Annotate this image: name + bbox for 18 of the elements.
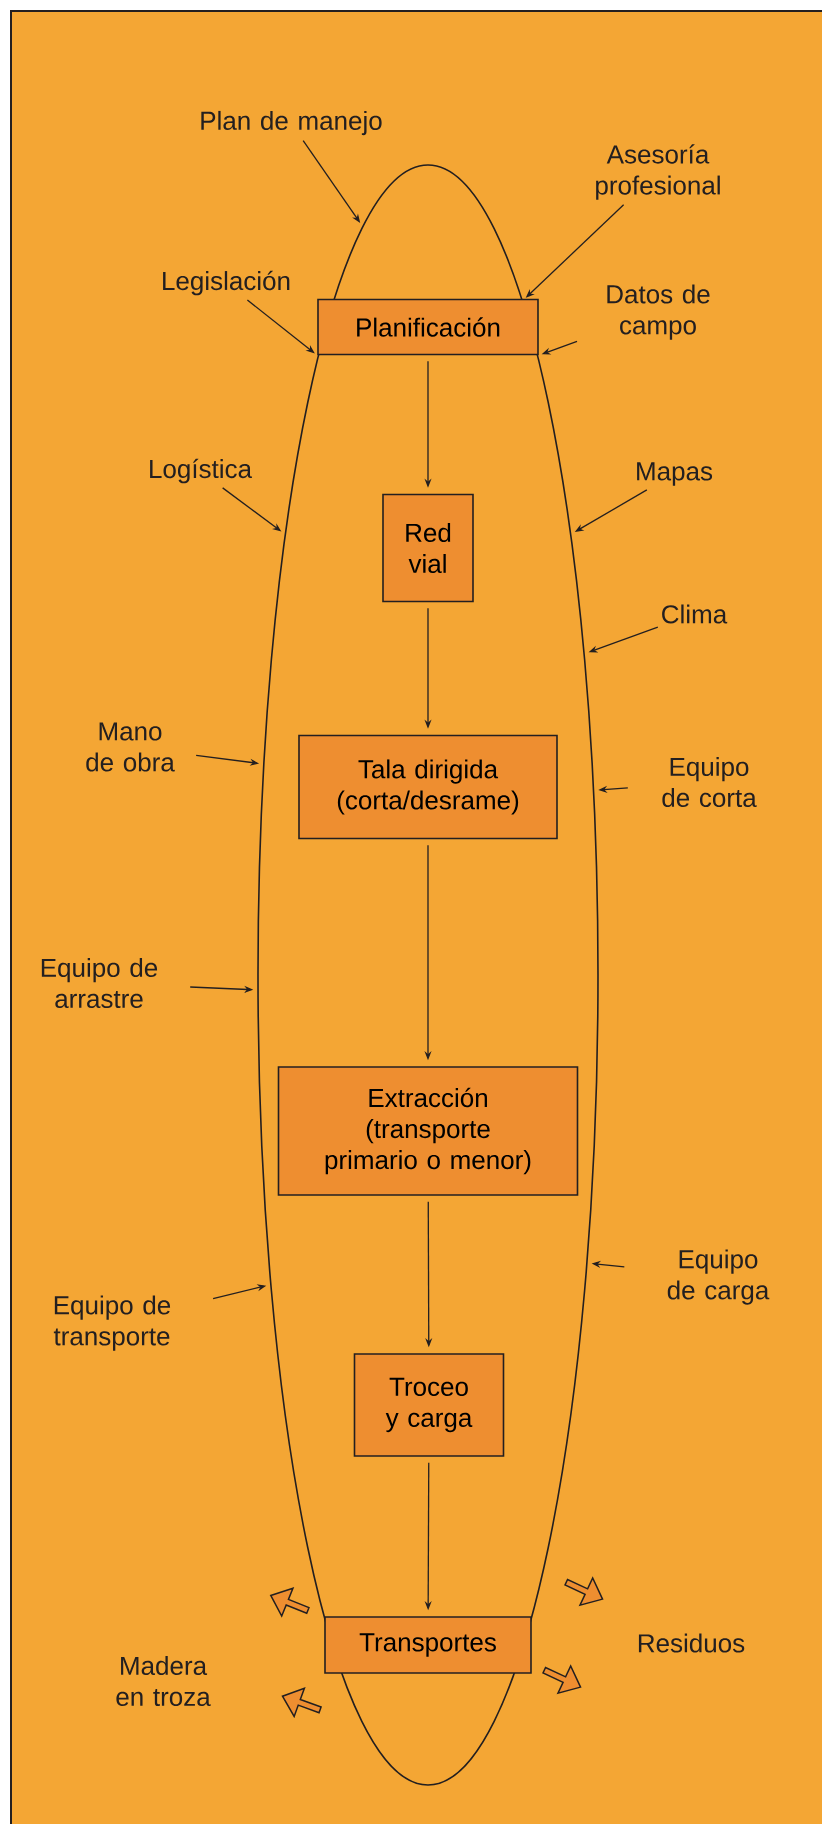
input-label: Plan de manejo — [201, 110, 382, 136]
input-label: Equipo de corta — [662, 756, 757, 808]
input-label: Residuos — [638, 1633, 745, 1653]
input-label: Madera en troza — [116, 1655, 211, 1707]
input-label: Mano de obra — [86, 722, 175, 772]
process-box: Troceo y carga — [353, 1353, 505, 1457]
input-label: Equipo de transporte — [53, 1295, 171, 1351]
input-label: Legislación — [163, 270, 290, 296]
process-box: Tala dirigida (corta/desrame) — [298, 734, 558, 840]
input-label: Datos de campo — [607, 284, 710, 340]
input-label: Clima — [662, 604, 728, 624]
input-label: Mapas — [637, 462, 713, 486]
process-box: Red vial — [382, 493, 474, 603]
input-label: Asesoría profesional — [596, 144, 720, 200]
input-label: Logística — [150, 458, 252, 484]
input-label: Equipo de arrastre — [41, 957, 158, 1009]
input-label: Equipo de carga — [667, 1249, 770, 1305]
process-box: Extracción (transporte primario o menor) — [277, 1066, 579, 1196]
